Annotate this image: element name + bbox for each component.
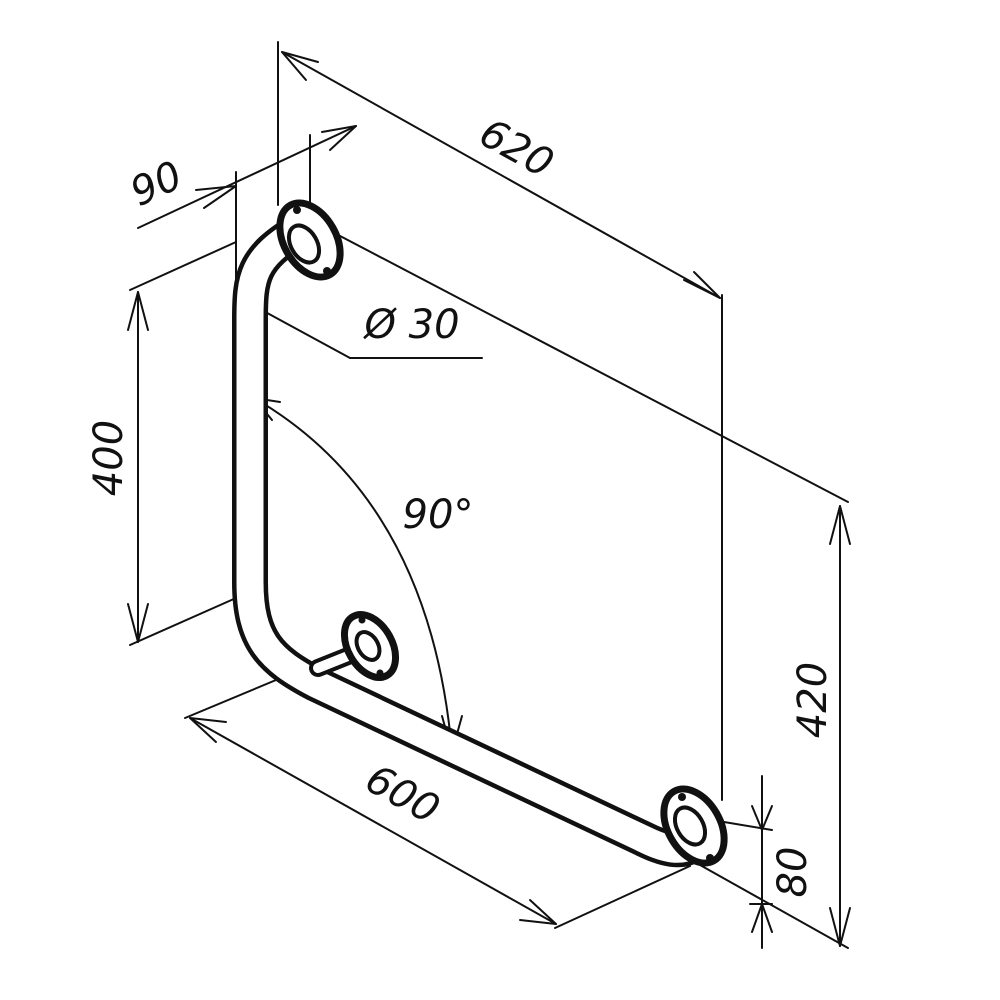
label-flange-offset: 80 [770, 847, 816, 898]
dimension-labels: 620 90 Ø 30 400 90° 600 420 80 [86, 110, 836, 897]
label-angle: 90° [403, 492, 474, 538]
top-flange [276, 199, 344, 281]
label-diameter: Ø 30 [362, 302, 459, 348]
dimension-lines [127, 51, 851, 949]
label-depth: 90 [124, 153, 190, 216]
label-overall-height: 420 [790, 662, 836, 738]
label-horizontal-length: 600 [358, 756, 447, 833]
label-vertical-length: 400 [86, 420, 132, 496]
bottom-flange [660, 785, 728, 867]
middle-flange [340, 611, 400, 681]
label-overall-width: 620 [472, 110, 561, 187]
grab-bar-tube [232, 212, 719, 868]
